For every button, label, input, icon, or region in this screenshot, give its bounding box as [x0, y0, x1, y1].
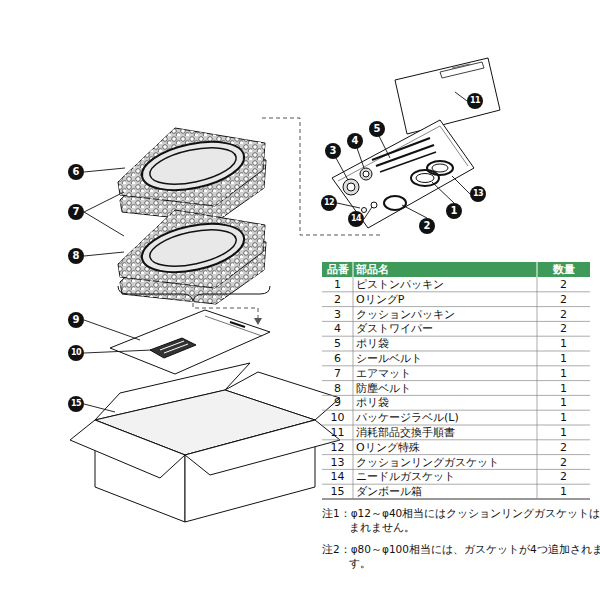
mat-stack [118, 210, 266, 304]
cardboard-box [70, 363, 340, 522]
dashed-guide [262, 118, 380, 235]
callout-number: 4 [347, 133, 363, 149]
table-cell: 12 [322, 440, 353, 455]
table-cell: 9 [322, 395, 353, 410]
table-cell: 1 [322, 277, 353, 292]
table-cell: 7 [322, 366, 353, 381]
table-cell: 防塵ベルト [356, 381, 536, 396]
callout-number: 5 [369, 121, 385, 137]
table-cell: エアマット [356, 366, 536, 381]
brace [118, 286, 270, 301]
table-cell: 1 [537, 351, 590, 366]
callout-number: 8 [68, 248, 84, 264]
mat-stack [118, 128, 266, 222]
callout-number: 7 [68, 204, 84, 220]
table-cell: 10 [322, 410, 353, 425]
table-cell: 2 [537, 292, 590, 307]
callout-number: 14 [348, 211, 364, 227]
table-cell: 5 [322, 336, 353, 351]
arrow-head [254, 318, 262, 325]
callout-number: 9 [68, 312, 84, 328]
table-cell: 2 [537, 307, 590, 322]
callout-number: 15 [68, 396, 84, 412]
table-cell: 1 [537, 381, 590, 396]
table-header: 部品名 [356, 262, 536, 277]
table-cell: パッケージラベル(L) [356, 410, 536, 425]
table-header: 品番 [322, 262, 353, 277]
table-cell: 14 [322, 469, 353, 484]
table-cell: ポリ袋 [356, 395, 536, 410]
table-cell: ダンボール箱 [356, 484, 536, 499]
table-cell: ポリ袋 [356, 336, 536, 351]
callout-number: 12 [321, 195, 337, 211]
table-cell: 1 [537, 425, 590, 440]
table-cell: 15 [322, 484, 353, 499]
table-cell: 1 [537, 366, 590, 381]
table-cell: 2 [537, 321, 590, 336]
callout-number: 11 [467, 93, 483, 109]
table-cell: 8 [322, 381, 353, 396]
parts-bag [332, 120, 474, 228]
table-cell: 1 [537, 336, 590, 351]
table-cell: クッションリングガスケット [356, 455, 536, 470]
callout-number: 10 [68, 345, 84, 361]
table-cell: ニードルガスケット [356, 469, 536, 484]
table-cell: Oリング特殊 [356, 440, 536, 455]
table-cell: 消耗部品交換手順書 [356, 425, 536, 440]
table-cell: ピストンパッキン [356, 277, 536, 292]
note: 注1：φ12～φ40相当にはクッションリングガスケットは含まれません。 [322, 506, 600, 534]
table-header: 数量 [537, 262, 590, 277]
callout-number: 13 [470, 186, 486, 202]
table-cell: 11 [322, 425, 353, 440]
table-cell: 2 [537, 277, 590, 292]
table-cell: 2 [322, 292, 353, 307]
table-cell: シールベルト [356, 351, 536, 366]
table-cell: 2 [537, 440, 590, 455]
parts-table [322, 262, 590, 499]
table-cell: クッションパッキン [356, 307, 536, 322]
callout-number: 6 [68, 164, 84, 180]
table-cell: OリングP [356, 292, 536, 307]
table-cell: 13 [322, 455, 353, 470]
table-cell: 1 [537, 410, 590, 425]
table-cell: 1 [537, 484, 590, 499]
table-cell: ダストワイパー [356, 321, 536, 336]
note: 注2：φ80～φ100相当には、ガスケットが4つ追加されます。 [322, 542, 600, 570]
instruction-sheet [395, 58, 500, 134]
table-cell: 3 [322, 307, 353, 322]
table-cell: 2 [537, 455, 590, 470]
callout-number: 1 [446, 203, 462, 219]
table-cell: 1 [537, 395, 590, 410]
table-cell: 4 [322, 321, 353, 336]
callout-number: 2 [419, 218, 435, 234]
table-cell: 6 [322, 351, 353, 366]
callout-number: 3 [325, 143, 341, 159]
table-cell: 2 [537, 469, 590, 484]
